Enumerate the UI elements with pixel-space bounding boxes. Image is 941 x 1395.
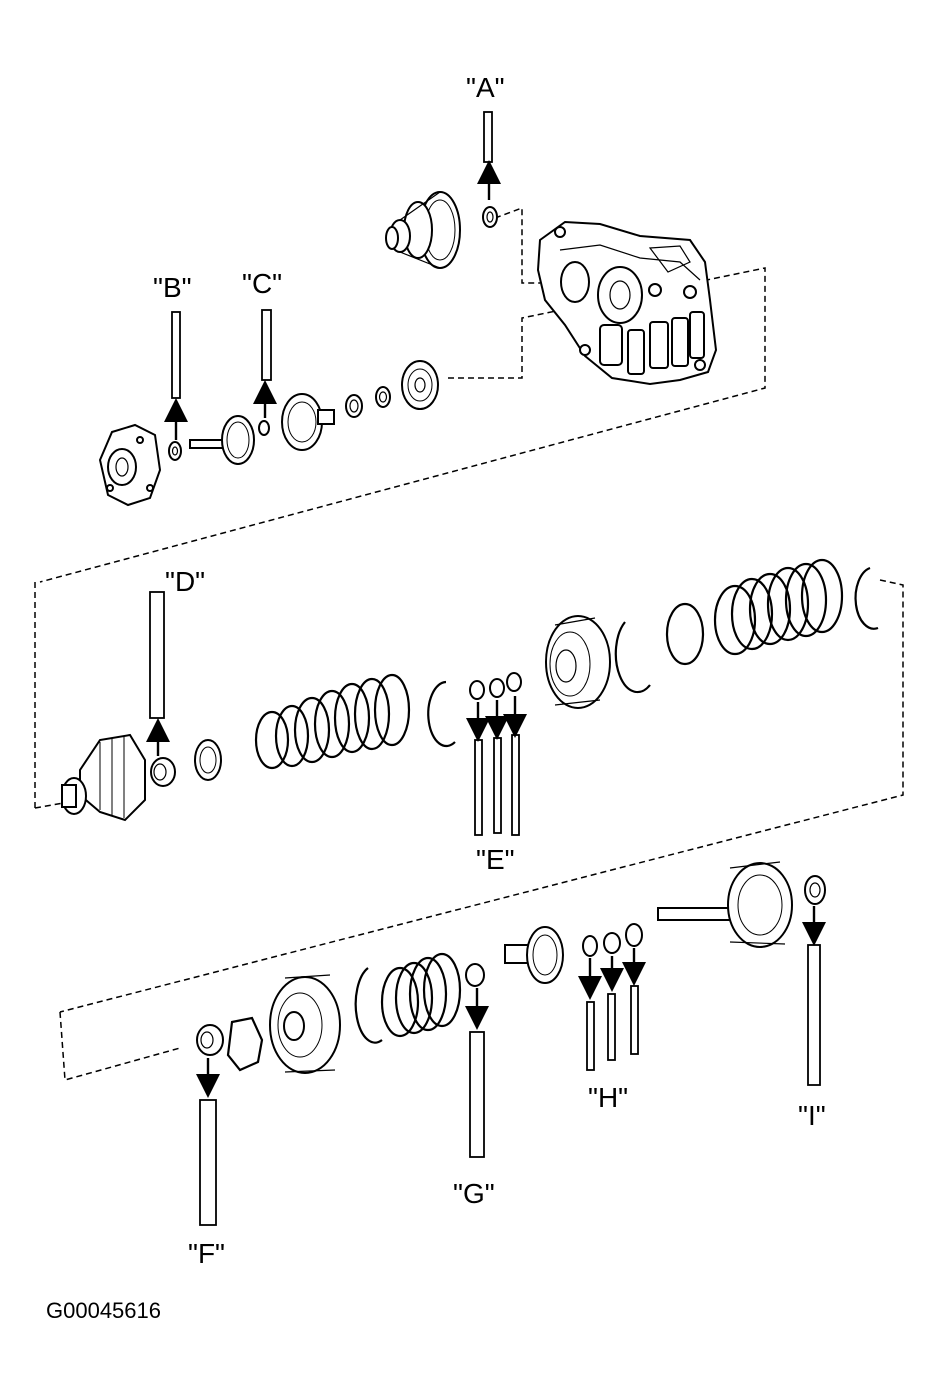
- input-shaft-drum: [657, 861, 793, 948]
- counter-driven-gear: [401, 360, 439, 410]
- bearing-g: [465, 963, 485, 987]
- callout-label-e: "E": [476, 844, 515, 875]
- leader-lines-top: [34, 206, 766, 808]
- gauge-f: [196, 1058, 220, 1226]
- gauge-i: [802, 906, 826, 1086]
- snap-ring-d: [427, 680, 456, 748]
- snap-ring-e: [614, 621, 651, 694]
- leader-lines-middle: [34, 579, 904, 1013]
- oil-pump: [98, 423, 162, 507]
- forward-clutch-drum: [61, 733, 146, 822]
- shaft-gear-c: [189, 415, 255, 465]
- sun-gear: [504, 926, 564, 984]
- gauges-e: [466, 696, 527, 836]
- gauge-a: [477, 111, 501, 200]
- shims-e: [469, 672, 522, 700]
- differential-gear: [385, 191, 461, 269]
- callout-label-b: "B": [153, 272, 192, 303]
- snap-ring-f: [854, 566, 879, 630]
- shims-h: [582, 923, 643, 957]
- shim-a: [482, 206, 498, 228]
- gauge-b: [164, 311, 188, 440]
- callout-label-f: "F": [188, 1238, 225, 1269]
- callout-label-g: "G": [453, 1178, 495, 1209]
- leader-lines-bottom: [59, 1011, 181, 1081]
- bearing-1: [345, 394, 363, 418]
- gauges-h: [578, 948, 646, 1071]
- bearing-i: [804, 875, 826, 905]
- counter-drive-gear: [281, 393, 335, 451]
- gauge-g: [465, 988, 489, 1158]
- transmission-case: [536, 220, 718, 386]
- gauge-d: [146, 591, 170, 756]
- figure-id: G00045616: [46, 1298, 161, 1323]
- planetary-carrier: [269, 974, 341, 1074]
- gear-d: [194, 739, 222, 781]
- callout-label-c: "C": [242, 268, 283, 299]
- clutch-pack-2: [665, 558, 844, 666]
- bearing-f: [196, 1024, 224, 1056]
- thrust-washer-d: [150, 757, 176, 787]
- callout-label-i: "I": [798, 1100, 826, 1131]
- gauge-c: [253, 309, 277, 418]
- shim-c: [258, 420, 270, 436]
- clutch-pack-3: [354, 952, 462, 1044]
- clutch-pack-1: [254, 673, 411, 770]
- direct-clutch-drum: [545, 615, 611, 709]
- callout-label-d: "D": [165, 566, 206, 597]
- bearing-2: [375, 386, 391, 408]
- callout-label-h: "H": [588, 1082, 629, 1113]
- shim-b: [168, 441, 182, 461]
- callout-label-a: "A": [466, 72, 505, 103]
- retainer-f: [226, 1016, 264, 1072]
